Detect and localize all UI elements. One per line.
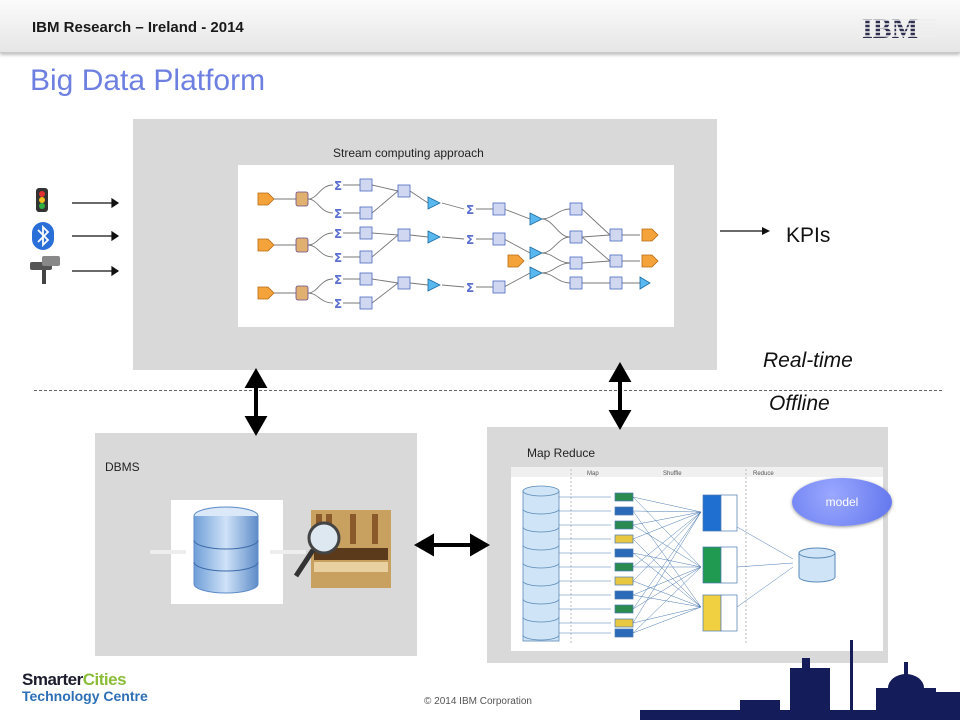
logo-word-cities: Cities [82,670,127,689]
model-badge: model [792,478,892,526]
smarter-cities-logo: SmarterCities Technology Centre [22,670,148,704]
svg-text:Σ: Σ [334,273,342,287]
reduce-blocks [702,494,738,632]
svg-text:Σ: Σ [334,207,342,221]
svg-text:Σ: Σ [466,233,474,247]
reduce-phase-label: Reduce [753,471,774,477]
realtime-label: Real-time [763,349,853,372]
svg-text:Σ: Σ [334,251,342,265]
shuffle-lines [559,496,794,634]
dublin-skyline-graphic [640,640,960,720]
bluetooth-icon [32,222,54,250]
data-sources [30,188,120,284]
offline-label: Offline [769,392,830,415]
books-search-icon [293,510,391,588]
logo-word-smarter: Smarter [22,670,83,689]
input-cylinders [522,485,560,642]
logo-technology-centre: Technology Centre [22,688,148,704]
page-title: Big Data Platform [30,64,266,97]
svg-text:Σ: Σ [466,281,474,295]
shuffle-phase-label: Shuffle [663,471,682,477]
database-icon [193,506,259,594]
svg-text:Σ: Σ [334,227,342,241]
svg-text:Σ: Σ [334,179,342,193]
header-title: IBM Research – Ireland - 2014 [32,19,244,36]
copyright-text: © 2014 IBM Corporation [424,696,532,707]
traffic-light-icon [36,188,48,212]
svg-text:Σ: Σ [466,203,474,217]
header-bar [0,0,960,53]
realtime-offline-divider [34,390,942,391]
svg-text:Σ: Σ [334,297,342,311]
ibm-logo: IBM [860,14,936,42]
dbms-illustration [150,500,391,604]
output-cylinder [798,547,836,583]
dbms-label: DBMS [105,460,140,474]
map-task-blocks [614,492,634,638]
kpis-label: KPIs [786,224,831,247]
map-reduce-label: Map Reduce [527,446,596,460]
kpi-arrow [720,227,770,235]
stream-computing-label: Stream computing approach [333,146,484,160]
map-phase-label: Map [587,471,599,477]
cctv-camera-icon [30,256,60,284]
